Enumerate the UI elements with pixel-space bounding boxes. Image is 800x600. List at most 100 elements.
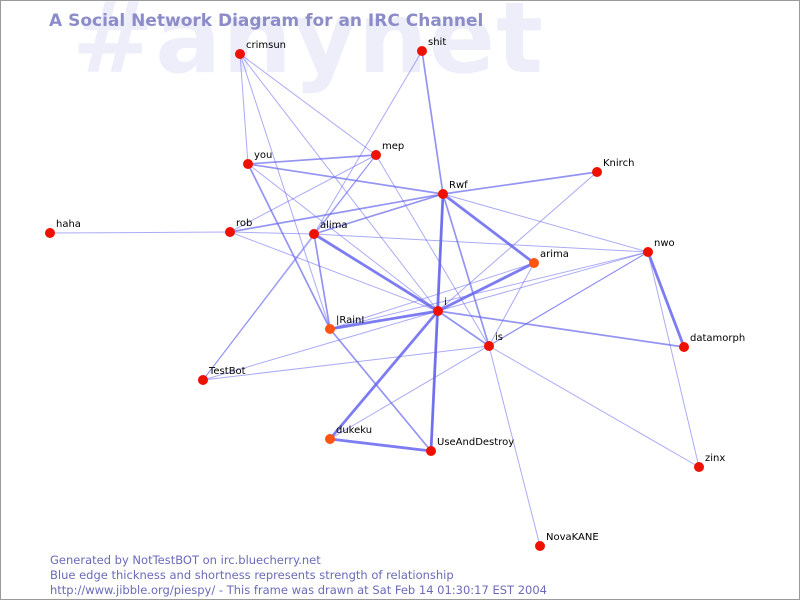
- node-TestBot: TestBot: [198, 366, 246, 385]
- node-label: haha: [56, 219, 81, 230]
- edge-shit-alima: [313, 50, 423, 235]
- node-haha: haha: [45, 219, 81, 238]
- node-label: is: [495, 332, 503, 343]
- edge-i-UseAndDestroy: [430, 310, 439, 452]
- node-zinx: zinx: [694, 453, 725, 472]
- edge-is-NovaKANE: [488, 345, 541, 547]
- edge-alima-nwo: [313, 233, 649, 253]
- edge-is-zinx: [488, 345, 700, 468]
- node-dot: [309, 229, 319, 239]
- node-label: rob: [236, 218, 252, 229]
- node-alima: alima: [309, 220, 348, 239]
- edge-nwo-is: [488, 251, 649, 347]
- node-Knirch: Knirch: [592, 158, 634, 177]
- node-UseAndDestroy: UseAndDestroy: [426, 437, 514, 456]
- edge-arima-is: [488, 262, 535, 347]
- node-label: zinx: [705, 453, 725, 464]
- footer-generated-by: Generated by NotTestBOT on irc.bluecherr…: [50, 553, 321, 567]
- footer-legend-note: Blue edge thickness and shortness repres…: [50, 568, 454, 582]
- node-label: nwo: [654, 238, 675, 249]
- node-dot: [426, 446, 436, 456]
- edge-alima-TestBot: [202, 233, 315, 381]
- footer-source-timestamp: http://www.jibble.org/piespy/ - This fra…: [50, 583, 547, 597]
- edge-dukeku-UseAndDestroy: [328, 437, 433, 453]
- node-label: arima: [540, 249, 569, 260]
- node-dot: [433, 306, 443, 316]
- node-NovaKANE: NovaKANE: [535, 532, 599, 551]
- footer-info: Generated by NotTestBOT on irc.bluecherr…: [50, 553, 547, 598]
- node-label: i: [444, 297, 447, 308]
- node-i: i: [433, 297, 447, 316]
- node-rob: rob: [225, 218, 252, 237]
- node-label: you: [254, 150, 272, 161]
- edge-rob-alima: [229, 231, 315, 235]
- node-dot: [484, 341, 494, 351]
- node-label: crimsun: [246, 40, 286, 51]
- node-dot: [438, 189, 448, 199]
- node-dot: [694, 462, 704, 472]
- edge-i-dukeku: [328, 309, 440, 441]
- node-label: Rwf: [449, 180, 468, 191]
- edge-Rwf-rob: [229, 193, 444, 233]
- edge-nwo-zinx: [647, 251, 700, 468]
- edge-i-arima: [436, 261, 536, 313]
- node-label: Knirch: [603, 158, 634, 169]
- edge-Rwf-i: [437, 193, 444, 312]
- edge-IRainI-UseAndDestroy: [329, 328, 432, 452]
- diagram-title: A Social Network Diagram for an IRC Chan…: [49, 11, 484, 31]
- edge-IRainI-arima: [329, 262, 535, 330]
- edge-alima-i: [312, 232, 440, 313]
- node-IRainI: |RainI: [325, 315, 364, 334]
- node-dot: [235, 49, 245, 59]
- edge-mep-is: [375, 154, 490, 347]
- edge-you-IRainI: [247, 163, 331, 330]
- node-arima: arima: [529, 249, 569, 268]
- node-you: you: [243, 150, 272, 169]
- edge-mep-rob: [229, 154, 377, 233]
- edge-Rwf-nwo: [442, 193, 649, 253]
- edge-crimsun-IRainI: [239, 53, 331, 330]
- edges-layer: [49, 50, 700, 547]
- node-Rwf: Rwf: [438, 180, 468, 199]
- node-label: dukeku: [336, 425, 372, 436]
- edge-haha-rob: [49, 231, 231, 234]
- edge-crimsun-i: [239, 53, 439, 312]
- node-label: shit: [428, 37, 446, 48]
- edge-i-datamorph: [437, 310, 685, 348]
- node-label: datamorph: [690, 333, 745, 344]
- node-label: UseAndDestroy: [437, 437, 514, 448]
- node-shit: shit: [417, 37, 446, 56]
- node-dot: [45, 228, 55, 238]
- edge-Rwf-alima: [313, 193, 444, 235]
- node-dot: [325, 324, 335, 334]
- node-label: mep: [382, 141, 404, 152]
- node-label: alima: [320, 220, 348, 231]
- node-crimsun: crimsun: [235, 40, 286, 59]
- node-dot: [417, 46, 427, 56]
- edge-rob-i: [229, 231, 439, 312]
- node-mep: mep: [371, 141, 404, 160]
- node-nwo: nwo: [643, 238, 675, 257]
- edge-you-mep: [247, 154, 377, 165]
- edge-alima-IRainI: [313, 233, 331, 330]
- node-dot: [198, 375, 208, 385]
- node-datamorph: datamorph: [679, 333, 745, 352]
- edge-i-TestBot: [202, 310, 439, 381]
- node-dot: [535, 541, 545, 551]
- node-dot: [643, 247, 653, 257]
- node-dot: [592, 167, 602, 177]
- edge-Knirch-i: [437, 171, 598, 312]
- node-dot: [529, 258, 539, 268]
- edge-is-TestBot: [202, 345, 490, 381]
- edge-i-is: [437, 310, 490, 347]
- node-label: |RainI: [336, 315, 364, 326]
- edge-i-IRainI: [328, 309, 440, 331]
- edge-IRainI-nwo: [329, 251, 649, 330]
- edge-shit-Rwf: [421, 50, 444, 195]
- edge-crimsun-mep: [239, 53, 377, 156]
- edge-you-i: [247, 163, 439, 312]
- node-dukeku: dukeku: [325, 425, 372, 444]
- edge-Rwf-arima: [441, 192, 536, 265]
